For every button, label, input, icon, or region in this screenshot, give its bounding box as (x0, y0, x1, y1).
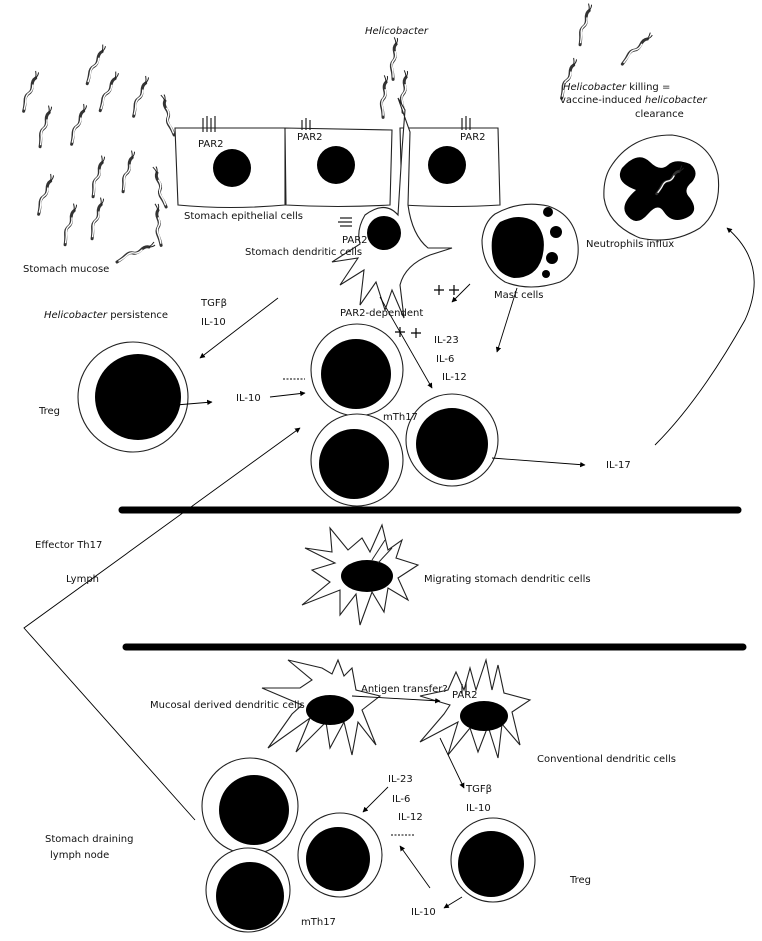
tgfb-label: TGFβ (200, 298, 227, 309)
labels: Helicobacter Helicobacter killing = vacc… (23, 26, 708, 928)
il23-label: IL-23 (434, 335, 459, 346)
il12-label: IL-12 (442, 372, 467, 383)
treg-label: Treg (38, 406, 60, 417)
par2-label: PAR2 (452, 690, 478, 701)
par2-label: PAR2 (198, 139, 224, 150)
helicobacter-bacterium-icon (7, 68, 53, 113)
killing-line-1: Helicobacter killing = (563, 82, 670, 93)
helicobacter-bacterium-icon (55, 101, 101, 146)
il10-label: IL-10 (466, 803, 491, 814)
par2-dependent-label: PAR2-dependent (340, 308, 423, 319)
il17-label: IL-17 (606, 460, 631, 471)
nucleus (213, 149, 251, 187)
stomach-mucose-label: Stomach mucose (23, 264, 109, 275)
helicobacter-bacterium-icon (144, 164, 175, 209)
draining-node-label-1: Stomach draining (45, 834, 133, 845)
migrating-dc-label: Migrating stomach dendritic cells (424, 574, 591, 585)
mth17-label: mTh17 (383, 412, 418, 423)
conventional-dc-label: Conventional dendritic cells (537, 754, 676, 765)
helicobacter-bacterium-icon (85, 69, 131, 113)
helicobacter-bacterium-icon (22, 171, 68, 216)
plus-sign-icon (395, 285, 459, 338)
mucosal-dc-label: Mucosal derived dendritic cells (150, 700, 305, 711)
il23-label: IL-23 (388, 774, 413, 785)
helicobacter-bacterium-icon (48, 201, 92, 247)
helicobacter-bacterium-icon (117, 73, 163, 118)
neutrophils-influx-label: Neutrophils influx (586, 239, 674, 250)
antigen-transfer-label: Antigen transfer? (361, 684, 448, 695)
mucosal-derived-dendritic-cell (261, 658, 382, 756)
il10-label: IL-10 (411, 907, 436, 918)
helicobacter-bacterium-icon (563, 1, 607, 47)
il12-label: IL-12 (398, 812, 423, 823)
dendritic-nucleus (367, 216, 401, 250)
helicobacter-persistence-label: Helicobacter persistence (44, 310, 168, 321)
helicobacter-label: Helicobacter (365, 26, 429, 37)
mth17-label: mTh17 (301, 917, 336, 928)
par2-label: PAR2 (297, 132, 323, 143)
par2-receptor-icon (461, 682, 467, 694)
tgfb-label: TGFβ (465, 784, 492, 795)
helicobacter-bacterium-icon (72, 42, 118, 86)
stomach-dendritic-cell (331, 97, 453, 319)
stomach-dendritic-label: Stomach dendritic cells (245, 247, 362, 258)
lower-t-cells (201, 757, 536, 933)
par2-receptor-icon (202, 116, 471, 227)
par2-label: PAR2 (342, 235, 368, 246)
nucleus (317, 146, 355, 184)
killing-line-2: vaccine-induced helicobacter (560, 95, 708, 106)
lymph-label: Lymph (66, 574, 99, 585)
helicobacter-bacterium-icon (76, 153, 120, 199)
helicobacter-bacterium-icon (140, 201, 176, 247)
nucleus (428, 146, 466, 184)
conventional-dendritic-cell (419, 657, 532, 759)
mast-cells-label: Mast cells (494, 290, 543, 301)
migrating-dendritic-cell (301, 523, 420, 626)
helicobacter-bacterium-icon (614, 30, 660, 66)
il6-label: IL-6 (392, 794, 410, 805)
stomach-epithelium (174, 116, 501, 227)
il10-label: IL-10 (236, 393, 261, 404)
neutrophil (603, 134, 720, 241)
treg-label: Treg (569, 875, 591, 886)
effector-th17-label: Effector Th17 (35, 540, 102, 551)
par2-label: PAR2 (460, 132, 486, 143)
arrows (23, 227, 755, 909)
helicobacter-bacterium-icon (115, 240, 157, 264)
upper-t-cells (77, 323, 499, 507)
stomach-epithelial-label: Stomach epithelial cells (184, 211, 303, 222)
il6-label: IL-6 (436, 354, 454, 365)
draining-node-label-2: lymph node (50, 850, 109, 861)
killing-line-3: clearance (635, 109, 684, 120)
mast-cell (481, 203, 579, 288)
helicobacter-bacterium-icon (374, 34, 414, 81)
helicobacter-bacterium-icon (75, 195, 119, 241)
il10-label: IL-10 (201, 317, 226, 328)
helicobacter-bacterium-icon (23, 103, 67, 149)
helicobacter-bacterium-icon (106, 148, 150, 194)
helicobacter-bacterium-icon (364, 72, 404, 119)
helicobacter-bacterium-icon (384, 67, 424, 114)
